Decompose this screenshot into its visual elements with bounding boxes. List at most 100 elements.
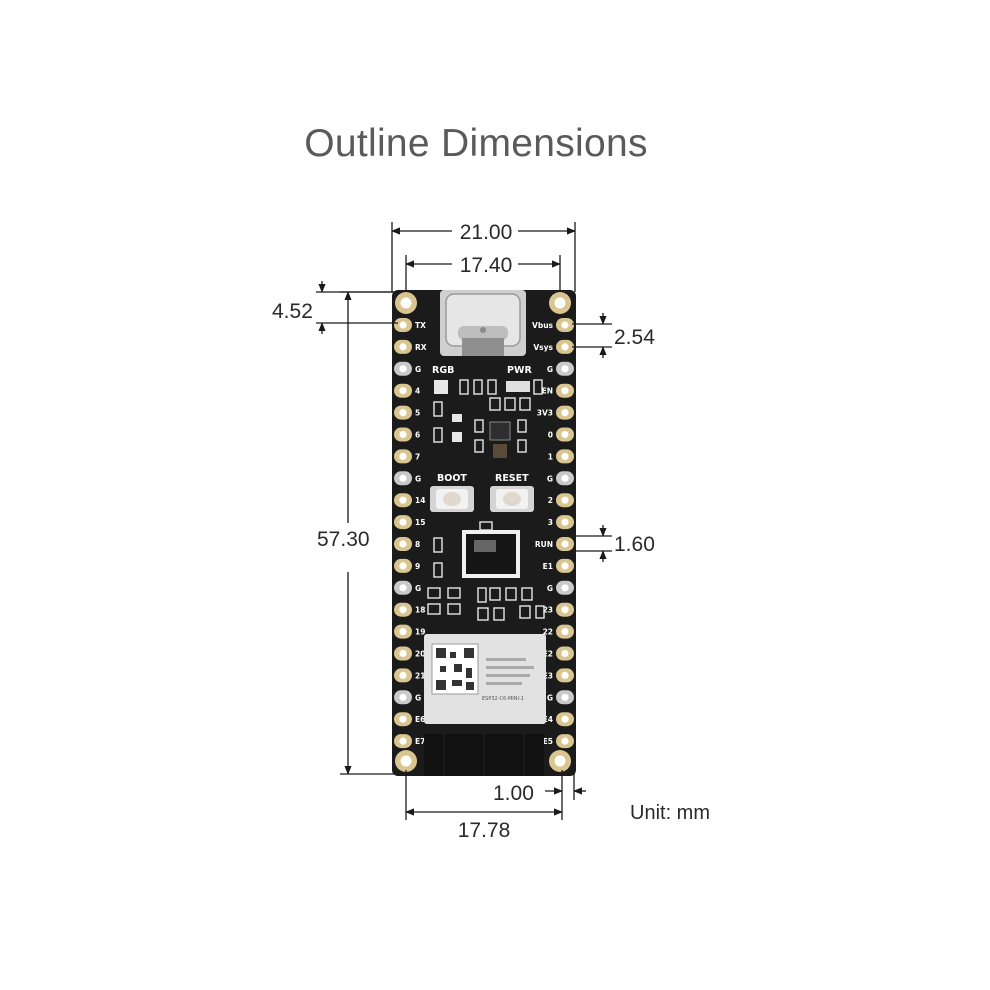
castellated-pad [394,405,412,420]
castellated-pad [394,624,412,639]
pin-label: 15 [415,518,425,527]
castellated-pad [556,712,574,727]
castellated-pad [556,668,574,683]
pin-label: Vsys [533,343,553,352]
castellated-pad [556,361,574,376]
castellated-pad [556,318,574,332]
mounting-hole-top-left [395,292,417,314]
dimension-labels: 21.00 17.40 4.52 2.54 57.30 1.60 1.00 17… [272,221,710,842]
esp32-module: ESP32-C6-MINI-1 [424,634,546,724]
pin-label: 2 [548,496,553,505]
castellated-pad [394,318,412,332]
pin-label: E1 [543,562,553,571]
castellated-pad [556,471,574,486]
pin-label: G [415,474,421,483]
voltage-regulator [489,421,511,441]
mounting-hole-bottom-left [395,750,417,772]
pin-label: G [415,365,421,374]
mounting-hole-bottom-right [549,750,571,772]
castellated-pad [394,537,412,551]
castellated-pad [394,734,412,749]
page-title: Outline Dimensions [304,122,648,165]
castellated-pad [556,427,574,442]
pin-label: G [547,584,553,593]
castellated-pad [556,537,574,551]
rgb-label: RGB [432,365,454,376]
castellated-pad [394,383,412,398]
pin-label: 20 [415,650,425,659]
castellated-pad [394,690,412,705]
pin-label: G [415,584,421,593]
pin-label: TX [415,321,426,330]
castellated-pad [556,515,574,530]
pin-label: E4 [543,715,553,724]
castellated-pad [394,449,412,464]
pin-label: E5 [543,737,553,746]
castellated-pad [394,646,412,661]
pin-label: 22 [543,628,553,637]
inductor [493,444,507,458]
pin-label: Vbus [532,321,554,330]
pin-label: RUN [535,540,553,549]
mounting-hole-top-right [549,292,571,314]
pin-label: EN [542,387,553,396]
pwr-led [506,381,530,392]
castellated-pad [556,580,574,595]
rgb-led [434,380,448,394]
pin-label: 23 [543,606,553,615]
pin-label: 19 [415,628,425,637]
pin-label: G [547,474,553,483]
castellated-pad [556,558,574,573]
castellated-pad [556,646,574,661]
pin-label: 6 [415,431,420,440]
pin-label: 1 [548,452,553,461]
dim-top-offset: 4.52 [272,300,313,323]
pin-label: 5 [415,409,420,418]
pin-label: 7 [415,452,420,461]
castellated-pad [394,602,412,617]
dim-castellation: 1.60 [614,533,655,556]
unit-label: Unit: mm [630,802,710,824]
dim-hole-spacing-top: 17.40 [460,254,513,277]
left-castellated-pads [394,318,412,749]
castellated-pad [394,668,412,683]
right-castellated-pads [556,318,574,749]
pin-label: 0 [548,431,553,440]
castellated-pad [394,361,412,376]
passive-components [427,379,545,621]
castellated-pad [556,493,574,508]
dim-overall-width: 21.00 [460,221,513,244]
castellated-pad [394,580,412,595]
pin-label: 9 [415,562,420,571]
pin-label: G [415,693,421,702]
pin-label: 3V3 [537,409,553,418]
reset-button[interactable] [490,486,534,512]
diode [452,414,462,422]
pin-label: E3 [543,671,553,680]
pin-label: RX [415,343,427,352]
boot-label: BOOT [437,473,467,484]
castellated-pad [556,624,574,639]
castellated-pad [394,427,412,442]
castellated-pad [556,449,574,464]
castellated-pad [556,339,574,354]
main-ic [462,530,520,578]
castellated-pad [394,339,412,354]
pin-label: 3 [548,518,553,527]
pin-label: 18 [415,606,425,615]
castellated-pad [556,602,574,617]
pin-label: E6 [415,715,425,724]
castellated-pad [394,712,412,727]
module-part-number: ESP32-C6-MINI-1 [482,696,524,702]
pin-label: E7 [415,737,425,746]
reset-label: RESET [495,473,529,484]
castellated-pad [556,690,574,705]
boot-button[interactable] [430,486,474,512]
pin-label: 8 [415,540,420,549]
castellated-pad [394,515,412,530]
pin-label: G [547,365,553,374]
